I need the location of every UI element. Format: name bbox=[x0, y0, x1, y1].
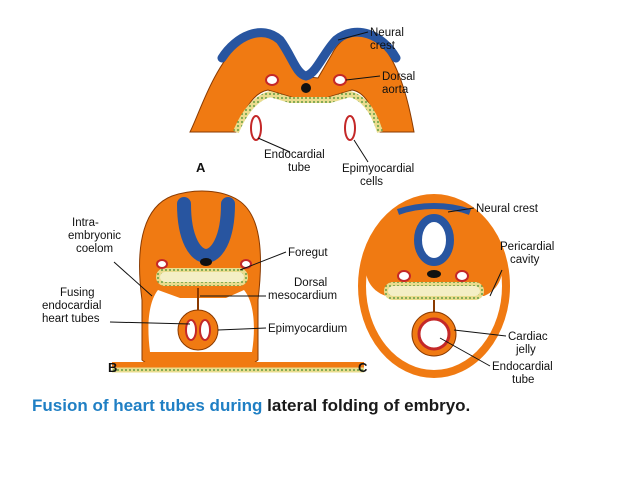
panel-c-notochord bbox=[427, 270, 441, 278]
panel-c-foregut bbox=[384, 282, 484, 300]
panel-a-aorta-right bbox=[333, 74, 347, 86]
panel-b-letter: B bbox=[108, 360, 117, 375]
panel-b-foregut-label: Foregut bbox=[288, 247, 328, 259]
panel-b-tube-left bbox=[185, 319, 197, 341]
panel-a-ectoderm bbox=[217, 27, 401, 81]
panel-c-letter: C bbox=[358, 360, 368, 375]
panel-b-notochord bbox=[200, 258, 212, 266]
panel-a-notochord bbox=[301, 83, 311, 93]
panel-b-epimyocardium-label: Epimyocardium bbox=[268, 323, 347, 335]
panel-a-aorta-left bbox=[265, 74, 279, 86]
panel-b-surface bbox=[112, 362, 364, 372]
panel-c-neural-crest-label: Neural crest bbox=[476, 203, 539, 215]
panel-b-tube-right bbox=[199, 319, 211, 341]
caption-part-2: lateral folding of embryo. bbox=[267, 396, 471, 415]
panel-a-endoderm bbox=[233, 90, 383, 134]
panel-b-neural-tube bbox=[177, 197, 235, 264]
panel-c-aorta-right bbox=[455, 270, 469, 282]
caption: Fusion of heart tubes during lateral fol… bbox=[32, 396, 632, 416]
panel-b-aorta-left bbox=[156, 259, 168, 269]
panel-c-aorta-left bbox=[397, 270, 411, 282]
panel-b-foregut bbox=[156, 268, 248, 286]
panel-a-endocardial-left bbox=[250, 115, 262, 141]
panel-b-heart bbox=[177, 309, 219, 351]
panel-a-endocardial-right bbox=[344, 115, 356, 141]
panel-c-cardiac-jelly bbox=[417, 317, 451, 351]
panel-c-neural-tube bbox=[414, 214, 454, 266]
caption-part-1: Fusion of heart tubes during bbox=[32, 396, 268, 415]
panel-a-letter: A bbox=[196, 160, 206, 175]
